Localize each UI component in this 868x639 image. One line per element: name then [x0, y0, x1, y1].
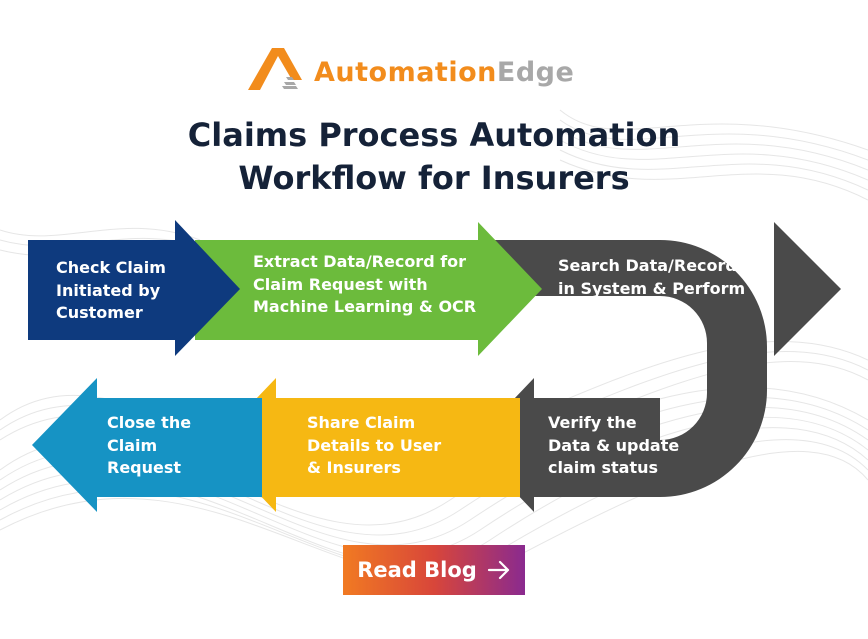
arrow-head-step-3: [774, 222, 841, 356]
step-6-label: Close the Claim Request: [107, 413, 192, 477]
arrow-step-5-share: [212, 378, 520, 512]
read-blog-label: Read Blog: [357, 558, 477, 582]
page-title: Claims Process Automation Workflow for I…: [0, 114, 868, 200]
step-1-label: Check Claim Initiated by Customer: [56, 258, 166, 322]
arrow-step-2-extract: [195, 222, 542, 356]
arrow-right-icon: [487, 560, 509, 580]
arrow-step-1-check: [28, 220, 240, 356]
automationedge-logo: AutomationEdge: [246, 40, 574, 92]
title-line-2: Workflow for Insurers: [238, 159, 630, 197]
arrow-step-3-search: [470, 240, 767, 497]
read-blog-button[interactable]: Read Blog: [343, 545, 525, 595]
logo-text-automation: Automation: [314, 57, 497, 88]
title-line-1: Claims Process Automation: [187, 116, 681, 154]
automationedge-a-mark-icon: [248, 48, 302, 90]
logo-wordmark: AutomationEdge: [314, 59, 574, 92]
step-5-label: Share Claim Details to User & Insurers: [307, 413, 442, 477]
step-3-label: Search Data/Record in System & Perform A…: [558, 256, 746, 320]
step-4-label: Verify the Data & update claim status: [548, 413, 680, 477]
logo-text-edge: Edge: [496, 57, 575, 88]
step-2-label: Extract Data/Record for Claim Request wi…: [253, 252, 477, 316]
arrow-step-6-close: [32, 378, 262, 512]
